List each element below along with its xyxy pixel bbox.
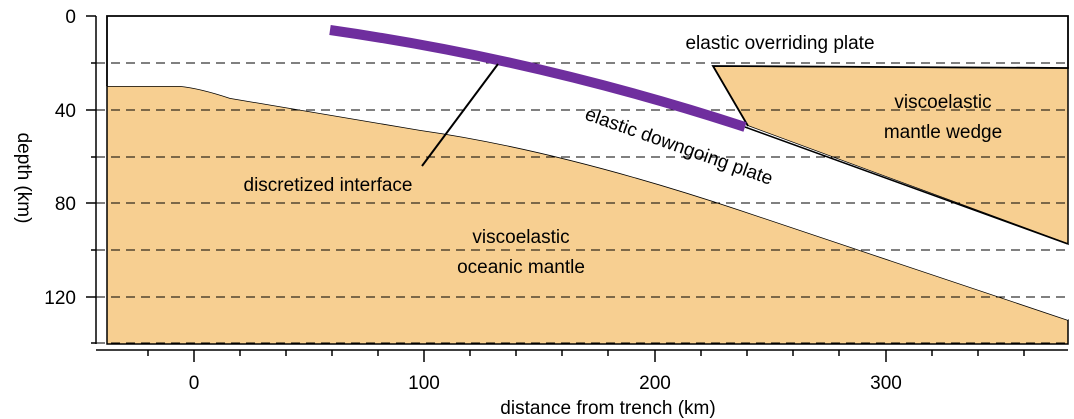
downgoing-plate-region <box>107 16 1068 320</box>
y-axis-ticks <box>86 15 96 344</box>
y-tick-label: 120 <box>44 288 76 309</box>
depth-gridlines <box>96 62 1068 344</box>
mantle-wedge-label-line1: viscoelastic <box>894 92 991 113</box>
y-axis-title: depth (km) <box>13 133 34 224</box>
y-tick-label: 0 <box>65 7 76 28</box>
interface-leader-line <box>421 63 499 167</box>
oceanic-mantle-label-line2: oceanic mantle <box>457 257 585 278</box>
y-tick-label: 40 <box>55 101 76 122</box>
axes <box>95 16 1068 351</box>
overriding-plate-outline <box>106 15 1069 127</box>
x-tick-label: 0 <box>189 373 200 394</box>
x-tick-label: 200 <box>639 373 671 394</box>
x-axis-ticks <box>147 350 1025 362</box>
discretized-interface-label: discretized interface <box>244 175 413 196</box>
overriding-plate-label: elastic overriding plate <box>685 33 874 54</box>
discretized-interface-line <box>329 25 747 132</box>
y-tick-label: 80 <box>55 194 76 215</box>
downgoing-plate-top <box>744 126 1069 245</box>
x-tick-label: 100 <box>408 373 440 394</box>
oceanic-mantle-label-line1: viscoelastic <box>472 227 569 248</box>
mantle-wedge-label-line2: mantle wedge <box>884 122 1002 143</box>
x-tick-label: 300 <box>870 373 902 394</box>
x-axis-title: distance from trench (km) <box>500 398 715 419</box>
